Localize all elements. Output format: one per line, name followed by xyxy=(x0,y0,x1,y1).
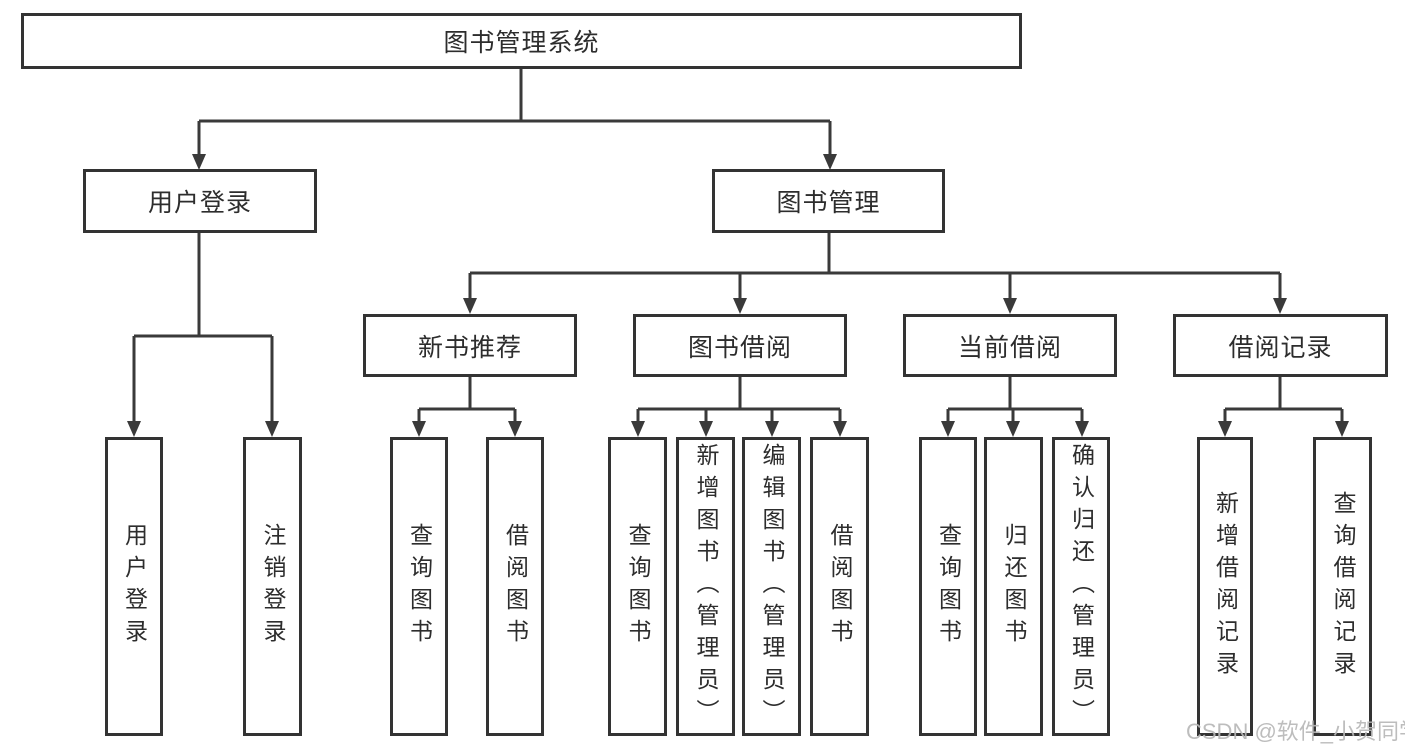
leaf-borrowing-borrow-books: 借阅图书 xyxy=(810,437,869,736)
leaf-current-confirm-return-admin: 确认归还（管理员） xyxy=(1052,437,1110,736)
connector-current-borrowing-branch xyxy=(946,377,1084,423)
connector-book-borrowing-branch xyxy=(636,377,842,423)
node-current-borrowing: 当前借阅 xyxy=(903,314,1117,377)
node-borrow-records-label: 借阅记录 xyxy=(1228,333,1333,362)
arrowheads-new-book-branch xyxy=(412,421,522,437)
leaf-current-query-books: 查询图书 xyxy=(919,437,977,736)
leaf-borrowing-edit-books-admin: 编辑图书（管理员） xyxy=(742,437,801,736)
arrowheads-user-login-branch xyxy=(127,421,279,437)
leaf-newbook-borrow-books: 借阅图书 xyxy=(486,437,544,736)
arrowheads-current-borrowing-branch xyxy=(941,421,1089,437)
node-current-borrowing-label: 当前借阅 xyxy=(957,333,1062,362)
node-root-system-label: 图书管理系统 xyxy=(443,29,600,57)
leaf-borrowing-edit-books-admin-label: 编辑图书（管理员） xyxy=(759,442,785,731)
leaf-user-login-label: 用户登录 xyxy=(121,522,148,651)
arrowheads-book-management-branch xyxy=(463,298,1287,314)
leaf-records-add-record: 新增借阅记录 xyxy=(1197,437,1253,736)
connector-root-branch xyxy=(197,69,832,156)
leaf-logout-label: 注销登录 xyxy=(260,522,286,651)
connector-borrow-records-branch xyxy=(1223,377,1344,423)
node-book-management-label: 图书管理 xyxy=(776,189,881,217)
arrowheads-borrow-records-branch xyxy=(1218,421,1349,437)
node-new-book-recommend-label: 新书推荐 xyxy=(417,333,522,362)
connector-book-management-branch xyxy=(468,233,1282,300)
leaf-user-login: 用户登录 xyxy=(105,437,163,736)
node-book-management: 图书管理 xyxy=(712,169,945,233)
arrowheads-root-branch xyxy=(192,154,837,170)
node-root-system: 图书管理系统 xyxy=(21,13,1022,69)
leaf-borrowing-query-books: 查询图书 xyxy=(608,437,667,736)
leaf-current-query-books-label: 查询图书 xyxy=(935,522,962,651)
leaf-borrowing-query-books-label: 查询图书 xyxy=(625,522,651,651)
csdn-watermark: CSDN @软件_小贺同学 xyxy=(1186,719,1405,744)
leaf-newbook-query-books-label: 查询图书 xyxy=(406,522,433,651)
leaf-borrowing-add-books-admin-label: 新增图书（管理员） xyxy=(693,442,719,731)
arrowheads-book-borrowing-branch xyxy=(631,421,847,437)
leaf-newbook-query-books: 查询图书 xyxy=(390,437,448,736)
leaf-borrowing-borrow-books-label: 借阅图书 xyxy=(827,522,853,651)
leaf-current-confirm-return-admin-label: 确认归还（管理员） xyxy=(1068,442,1095,731)
node-borrow-records: 借阅记录 xyxy=(1173,314,1388,377)
leaf-newbook-borrow-books-label: 借阅图书 xyxy=(502,522,529,651)
node-user-login-label: 用户登录 xyxy=(147,189,252,217)
connector-new-book-branch xyxy=(417,377,517,423)
leaf-logout: 注销登录 xyxy=(243,437,302,736)
node-user-login: 用户登录 xyxy=(83,169,317,233)
node-new-book-recommend: 新书推荐 xyxy=(363,314,577,377)
leaf-records-add-record-label: 新增借阅记录 xyxy=(1212,490,1239,683)
leaf-records-query-record: 查询借阅记录 xyxy=(1313,437,1372,736)
leaf-current-return-books-label: 归还图书 xyxy=(1001,522,1027,651)
leaf-borrowing-add-books-admin: 新增图书（管理员） xyxy=(676,437,735,736)
connector-user-login-branch xyxy=(132,233,274,423)
leaf-records-query-record-label: 查询借阅记录 xyxy=(1330,490,1356,683)
leaf-current-return-books: 归还图书 xyxy=(984,437,1043,736)
node-book-borrowing: 图书借阅 xyxy=(633,314,847,377)
node-book-borrowing-label: 图书借阅 xyxy=(687,333,792,362)
